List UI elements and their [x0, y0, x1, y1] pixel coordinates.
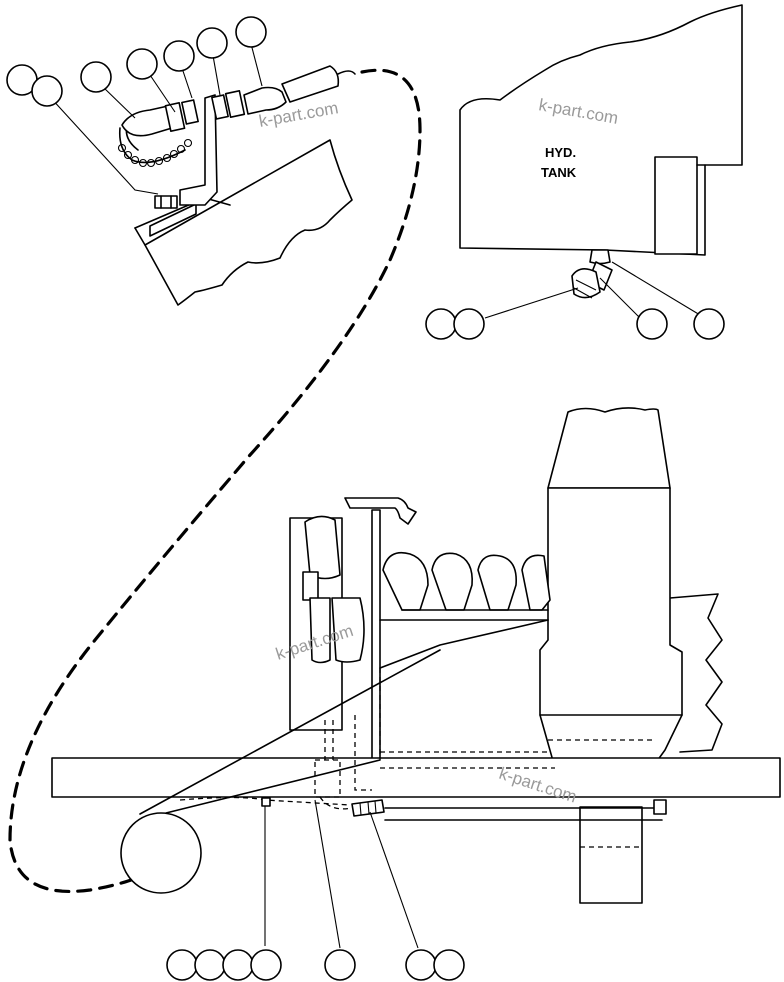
callout-bubble: [80, 61, 112, 93]
callout-bubble: [433, 949, 465, 981]
callout-bubble: [693, 308, 725, 340]
fitting-detail: [49, 39, 356, 306]
callout-bubble: [636, 308, 668, 340]
callout-bubble: [222, 949, 254, 981]
tank-label-line2: TANK: [541, 165, 577, 180]
callouts-tank: [425, 308, 725, 340]
callout-bubble: [235, 16, 267, 48]
callouts-fitting: [6, 16, 267, 107]
callouts-machine: [166, 949, 465, 981]
callout-bubble: [405, 949, 437, 981]
detail-loop: [8, 68, 422, 893]
callout-bubble: [194, 949, 226, 981]
callout-bubble: [126, 48, 158, 80]
callout-bubble: [425, 308, 457, 340]
callout-bubble: [250, 949, 282, 981]
callout-bubble: [324, 949, 356, 981]
callout-bubble: [196, 27, 228, 59]
callout-bubble: [163, 40, 195, 72]
tank-label-line1: HYD.: [545, 145, 576, 160]
callout-bubble: [166, 949, 198, 981]
machine-view: [51, 407, 781, 949]
callout-bubble: [31, 75, 63, 107]
callout-bubble: [453, 308, 485, 340]
hyd-tank-detail: HYD. TANK: [459, 4, 743, 319]
